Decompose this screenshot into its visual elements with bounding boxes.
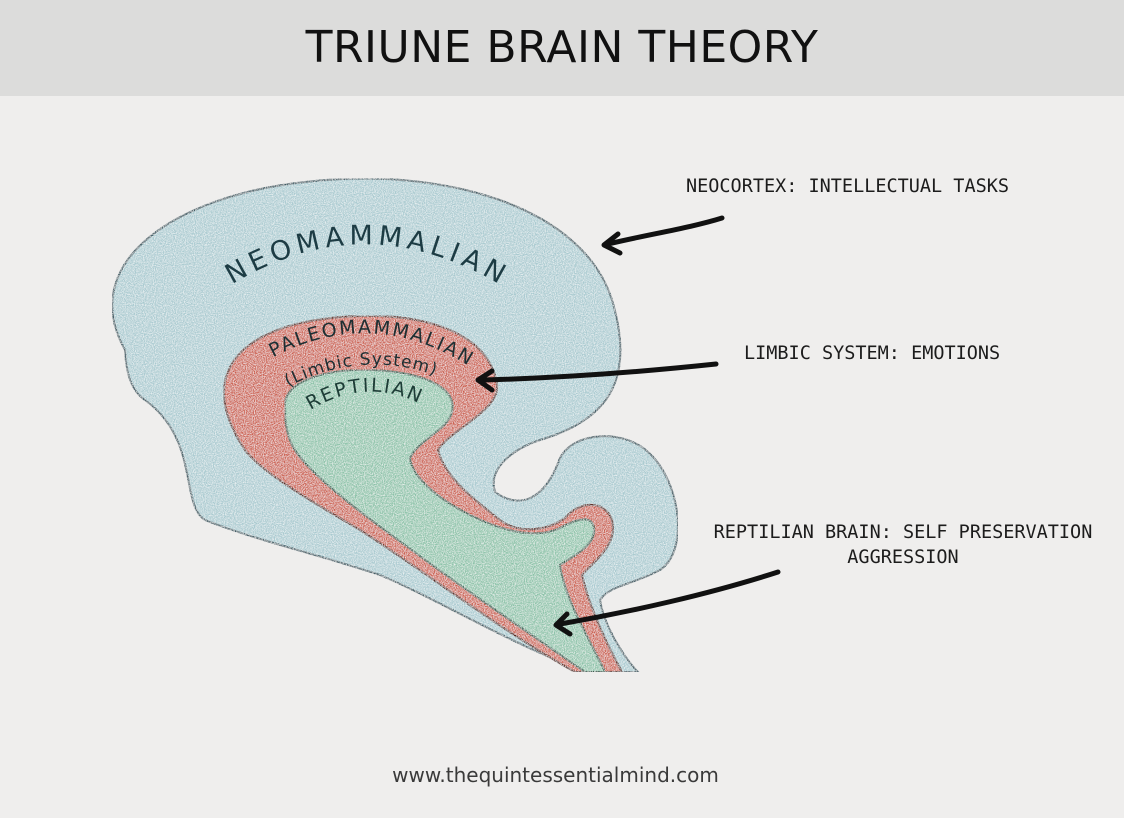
reptilian-annotation-line1: REPTILIAN BRAIN: SELF PRESERVATION [713, 522, 1093, 543]
reptilian-annotation-line2: AGGRESSION [847, 547, 959, 568]
website-credit: www.thequintessentialmind.com [392, 763, 719, 787]
page-title: TRIUNE BRAIN THEORY [305, 22, 819, 73]
reptilian-arrow [553, 569, 781, 637]
limbic-annotation: LIMBIC SYSTEM: EMOTIONS [744, 343, 1001, 364]
limbic-arrow [475, 361, 719, 393]
title-banner [0, 0, 1124, 96]
reptilian-annotation: REPTILIAN BRAIN: SELF PRESERVATION AGGRE… [704, 520, 1102, 570]
reptilian-layer [283, 368, 607, 673]
neocortex-arrow [601, 215, 725, 256]
neocortex-annotation: NEOCORTEX: INTELLECTUAL TASKS [686, 176, 1010, 197]
